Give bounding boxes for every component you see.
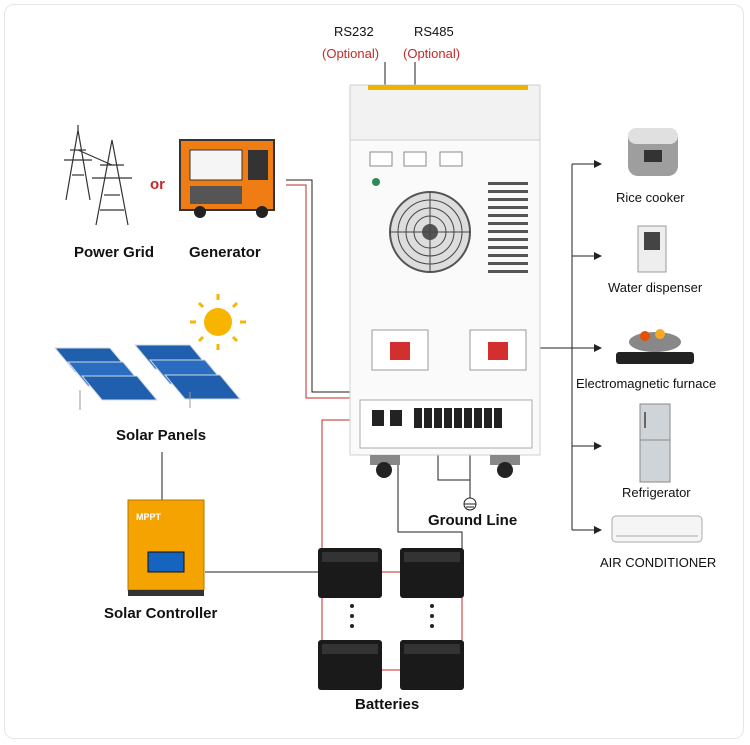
load-label-rice-cooker: Rice cooker	[616, 190, 685, 205]
solar-controller-label: Solar Controller	[104, 605, 218, 622]
load-label-air-conditioner: AIR CONDITIONER	[600, 555, 717, 570]
induction-cooker-icon	[616, 329, 694, 364]
battery-bank	[318, 548, 464, 690]
ground-line-label: Ground Line	[428, 512, 518, 529]
solar-controller-icon: MPPT	[127, 499, 205, 596]
rice-cooker-icon	[628, 128, 678, 176]
solar-panels-icon	[53, 344, 242, 410]
controller-screen-label: MPPT	[136, 512, 162, 522]
or-label: or	[150, 176, 165, 193]
refrigerator-icon	[639, 403, 671, 483]
load-label-refrigerator: Refrigerator	[622, 485, 691, 500]
solar-panels-label: Solar Panels	[116, 427, 207, 444]
diagram-frame	[4, 4, 744, 739]
air-conditioner-icon	[611, 515, 703, 543]
inverter-unit	[349, 84, 541, 478]
generator-icon	[179, 139, 275, 218]
water-dispenser-icon	[637, 225, 667, 273]
sun-icon	[190, 294, 246, 350]
inverter-battery-black	[397, 420, 463, 552]
load-label-water-dispenser: Water dispenser	[608, 280, 703, 295]
rs232-optional-label: (Optional)	[322, 46, 380, 61]
rs485-label: RS485	[414, 24, 454, 39]
rs485-optional-label: (Optional)	[403, 46, 461, 61]
rs232-label: RS232	[334, 24, 374, 39]
generator-label: Generator	[189, 244, 261, 261]
batteries-label: Batteries	[355, 696, 420, 713]
load-label-electromagnetic-furnace: Electromagnetic furnace	[576, 376, 717, 391]
power-grid-icon	[64, 125, 132, 226]
power-grid-label: Power Grid	[74, 244, 155, 261]
